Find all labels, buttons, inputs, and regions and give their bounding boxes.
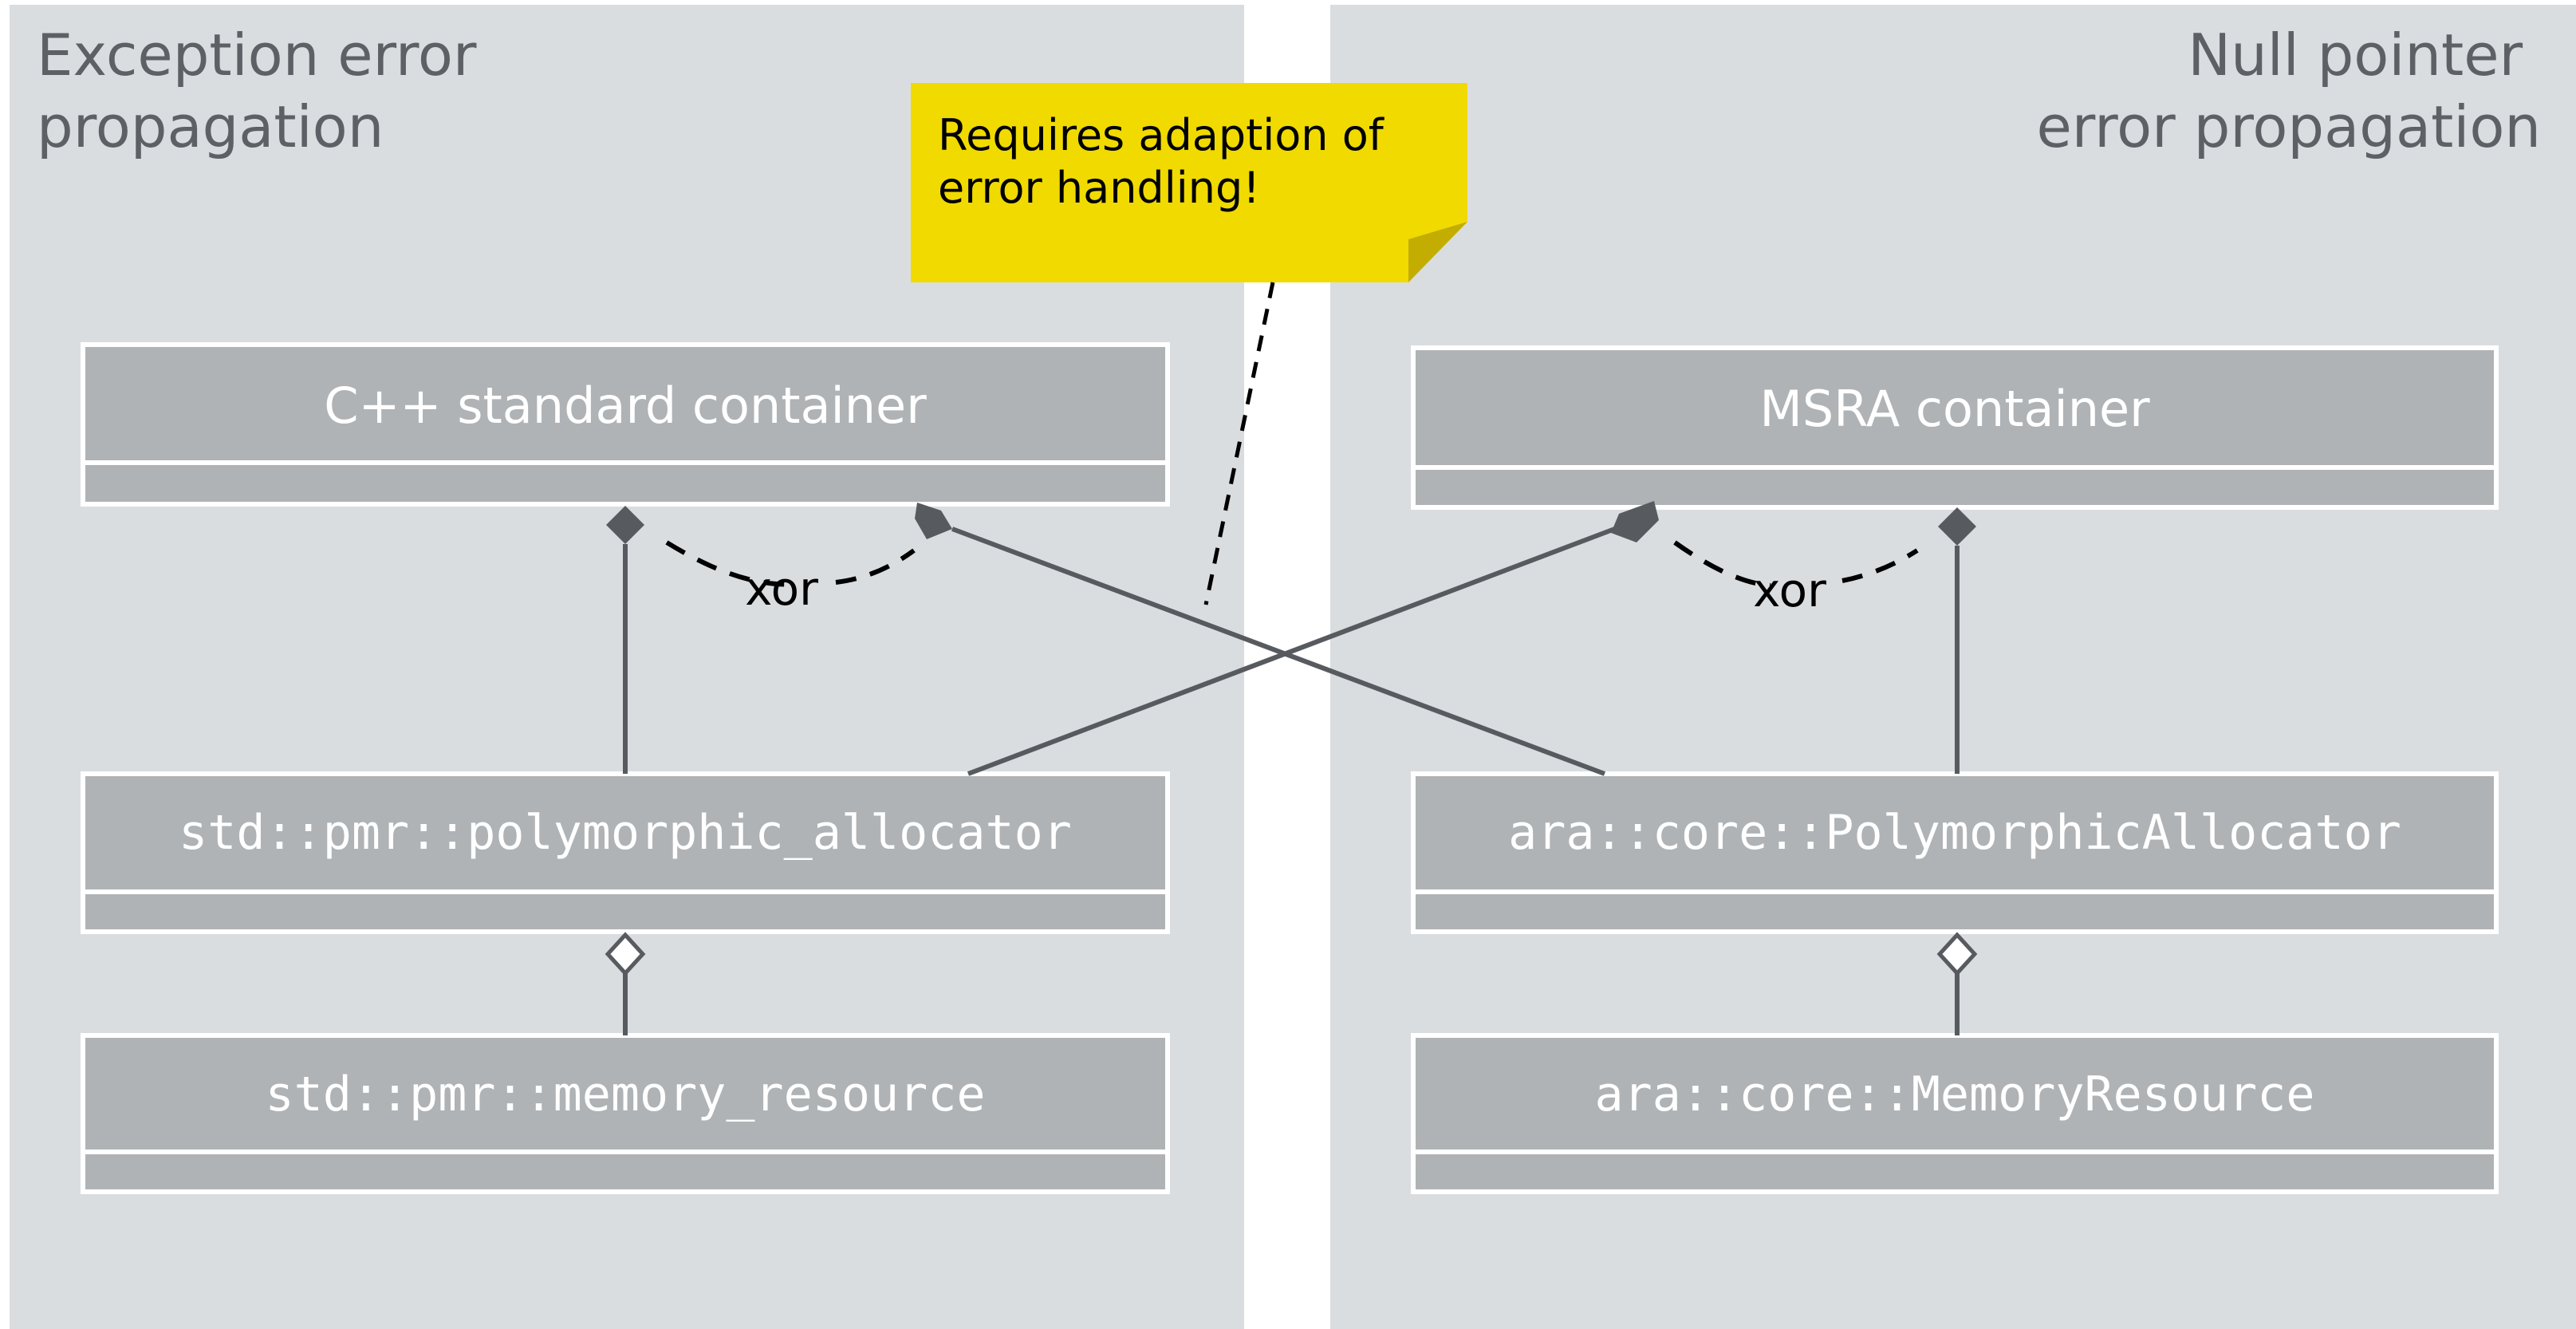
class-msra-container: MSRA container bbox=[1411, 345, 2499, 510]
composition-line-msra-to-std-allocator bbox=[967, 525, 1621, 776]
composition-line-cpp-to-ara-allocator bbox=[951, 526, 1606, 776]
note-line-2: error handling! bbox=[938, 163, 1260, 213]
class-cpp-standard-container: C++ standard container bbox=[81, 342, 1170, 507]
left-panel-title-line-2: propagation bbox=[37, 93, 384, 160]
note-line-1: Requires adaption of bbox=[938, 110, 1385, 160]
class-name: std::pmr::memory_resource bbox=[265, 1067, 985, 1122]
composition-diamond-icon bbox=[1938, 507, 1976, 546]
class-name: C++ standard container bbox=[324, 377, 927, 435]
xor-constraint-right bbox=[1673, 540, 1919, 588]
class-ara-memory-resource: ara::core::MemoryResource bbox=[1411, 1033, 2499, 1194]
class-name: ara::core::MemoryResource bbox=[1594, 1067, 2314, 1122]
class-std-memory-resource: std::pmr::memory_resource bbox=[81, 1033, 1170, 1194]
xor-label-left: xor bbox=[745, 562, 818, 616]
composition-diamond-icon bbox=[606, 506, 644, 544]
aggregation-diamond-icon bbox=[605, 932, 646, 976]
note-requires-adaption: Requires adaption of error handling! bbox=[911, 83, 1467, 282]
right-panel-title-line-2: error propagation bbox=[2036, 93, 2541, 160]
left-panel-title-line-1: Exception error bbox=[37, 22, 477, 89]
class-name: std::pmr::polymorphic_allocator bbox=[179, 805, 1072, 861]
note-text: Requires adaption of error handling! bbox=[938, 110, 1397, 213]
composition-diamond-icon bbox=[1611, 501, 1659, 542]
class-name: ara::core::PolymorphicAllocator bbox=[1508, 805, 2401, 861]
left-panel-title: Exception error propagation bbox=[37, 22, 494, 160]
right-panel-title-line-1: Null pointer bbox=[2188, 22, 2523, 89]
class-std-polymorphic-allocator: std::pmr::polymorphic_allocator bbox=[81, 771, 1170, 934]
note-folded-corner-icon bbox=[1408, 222, 1467, 282]
class-name: MSRA container bbox=[1759, 380, 2150, 438]
composition-diamond-icon bbox=[915, 503, 952, 539]
xor-constraint-left bbox=[665, 540, 916, 587]
right-panel-title: Null pointer error propagation bbox=[2036, 22, 2541, 160]
xor-label-right: xor bbox=[1753, 563, 1826, 617]
aggregation-diamond-icon bbox=[1936, 932, 1978, 976]
note-anchor-line bbox=[1203, 282, 1275, 605]
class-ara-polymorphic-allocator: ara::core::PolymorphicAllocator bbox=[1411, 771, 2499, 934]
